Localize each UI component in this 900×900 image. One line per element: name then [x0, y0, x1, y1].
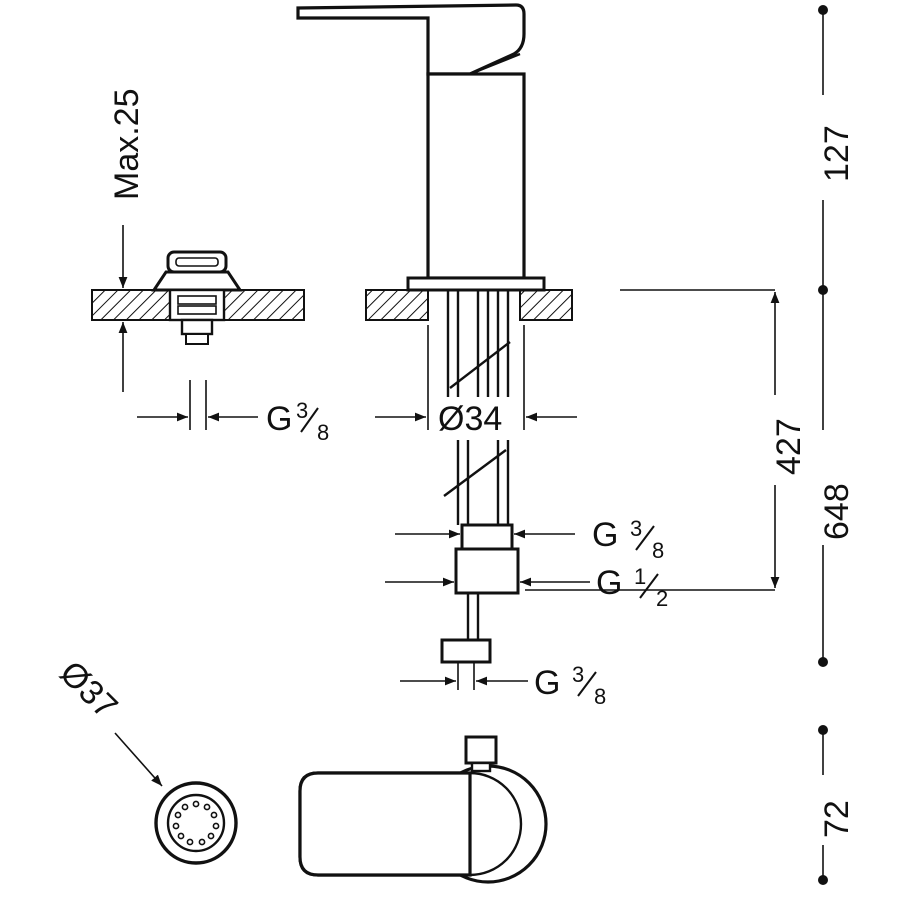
valve-body [168, 288, 226, 322]
svg-text:8: 8 [652, 538, 664, 563]
thread-label-g38-left: G 3 8 [266, 398, 329, 445]
waste-valve-side-view: Max.25 G 3 8 [91, 89, 329, 445]
connector-g12 [454, 547, 520, 595]
diameter-34-label: Ø34 [438, 400, 502, 438]
svg-text:G: G [596, 564, 622, 602]
aerator-top-view: Ø37 [52, 654, 238, 865]
cartridge-stem [464, 735, 498, 765]
thread-label-g12: G 1 2 [596, 564, 668, 611]
svg-text:3: 3 [572, 662, 584, 687]
svg-text:3: 3 [630, 516, 642, 541]
height-648-label: 648 [818, 483, 856, 540]
height-127-label: 127 [818, 125, 856, 182]
mixer-base [406, 276, 546, 292]
thread-label-g38-upper: G 3 8 [592, 516, 664, 563]
mixer-lever [296, 3, 526, 76]
connector-g38 [460, 523, 514, 551]
mixer-top-view [298, 735, 548, 884]
thread-label-g38-lower: G 3 8 [534, 662, 606, 709]
svg-text:G: G [592, 516, 618, 554]
diameter-37-label: Ø37 [52, 654, 124, 726]
connector-bottom-g38 [440, 638, 492, 664]
svg-text:8: 8 [317, 420, 329, 445]
max-depth-label: Max.25 [108, 89, 146, 201]
svg-text:G: G [534, 664, 560, 702]
svg-text:3: 3 [296, 398, 308, 423]
svg-text:1: 1 [634, 564, 646, 589]
svg-text:G: G [266, 400, 292, 438]
valve-flange [151, 270, 243, 292]
supply-hoses [443, 290, 511, 525]
mixer-body [426, 72, 526, 280]
svg-text:2: 2 [656, 586, 668, 611]
countertop-center [365, 289, 429, 321]
mixer-side-view: Ø34 G 3 8 G 1 2 G 3 [296, 3, 808, 709]
height-72-label: 72 [818, 800, 856, 838]
svg-text:8: 8 [594, 684, 606, 709]
overall-dimensions: 127 648 72 [818, 5, 856, 885]
height-427-label: 427 [770, 418, 808, 475]
aerator-holes [172, 800, 220, 846]
